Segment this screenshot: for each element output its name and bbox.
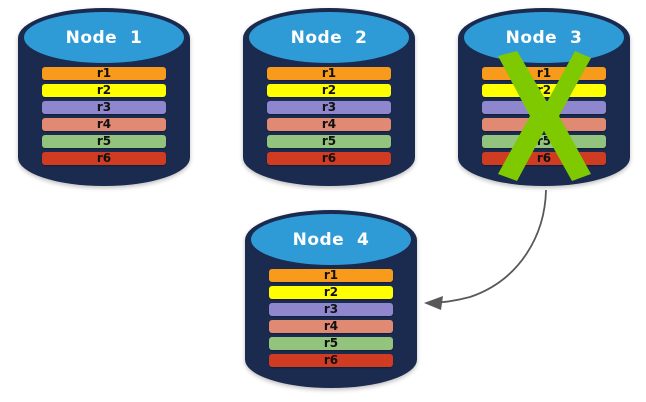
node-3-row-r4: r4	[482, 117, 606, 131]
node-4-cylinder-top	[247, 211, 415, 268]
node-3-row-r3: r3	[482, 100, 606, 114]
node-4-rows: r1 r2 r3 r4 r5 r6	[269, 268, 393, 367]
node-4-row-r4: r4	[269, 319, 393, 333]
node-2-row-r4: r4	[267, 117, 391, 131]
node-1-rows: r1 r2 r3 r4 r5 r6	[42, 66, 166, 165]
node-4-row-r5: r5	[269, 336, 393, 350]
node-1-row-r3: r3	[42, 100, 166, 114]
node-2-cylinder-top	[245, 9, 413, 66]
node-1-row-r2: r2	[42, 83, 166, 97]
node-1-row-r1: r1	[42, 66, 166, 80]
node-2-row-r3: r3	[267, 100, 391, 114]
node-3-rows: r1 r2 r3 r4 r5 r6	[482, 66, 606, 165]
node-1[interactable]: Node 1 r1 r2 r3 r4 r5 r6	[18, 8, 190, 186]
node-1-cylinder-top	[20, 9, 188, 66]
node-4-row-r3: r3	[269, 302, 393, 316]
node-1-row-r4: r4	[42, 117, 166, 131]
node-2-row-r2: r2	[267, 83, 391, 97]
node-1-row-r5: r5	[42, 134, 166, 148]
node-2-rows: r1 r2 r3 r4 r5 r6	[267, 66, 391, 165]
node-2-row-r5: r5	[267, 134, 391, 148]
node-4-row-r2: r2	[269, 285, 393, 299]
node-4-row-r6: r6	[269, 353, 393, 367]
node-2-row-r6: r6	[267, 151, 391, 165]
node-2-row-r1: r1	[267, 66, 391, 80]
node-3-row-r1: r1	[482, 66, 606, 80]
node-4[interactable]: Node 4 r1 r2 r3 r4 r5 r6	[245, 210, 417, 388]
node-3[interactable]: Node 3 r1 r2 r3 r4 r5 r6	[458, 8, 630, 186]
node-3-row-r5: r5	[482, 134, 606, 148]
node-1-row-r6: r6	[42, 151, 166, 165]
node-2[interactable]: Node 2 r1 r2 r3 r4 r5 r6	[243, 8, 415, 186]
node-3-row-r6: r6	[482, 151, 606, 165]
node-4-row-r1: r1	[269, 268, 393, 282]
node-3-row-r2: r2	[482, 83, 606, 97]
node-3-cylinder-top	[460, 9, 628, 66]
